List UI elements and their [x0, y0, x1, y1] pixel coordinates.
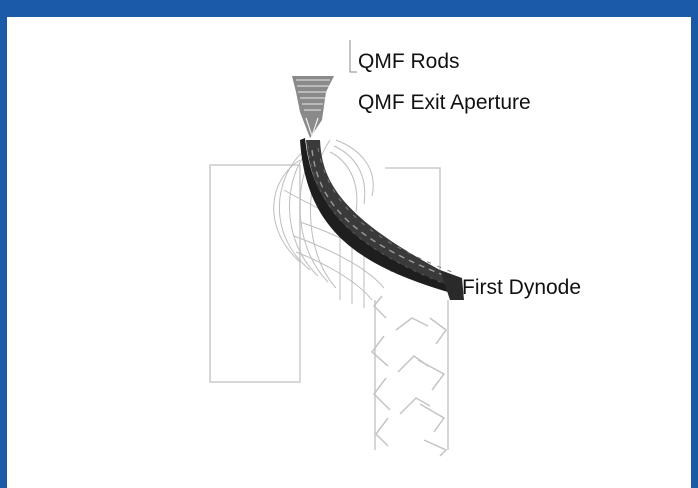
dynode-chain: [372, 296, 446, 456]
dynode-column-outline: [375, 168, 448, 450]
dynode-left-4: [376, 418, 388, 446]
dynode-right-1: [430, 318, 446, 344]
label-qmf-rods: QMF Rods: [358, 50, 460, 74]
label-first-dynode: First Dynode: [462, 276, 581, 300]
qmf-exit-aperture: [292, 76, 334, 138]
detector-housing-outline: [210, 165, 300, 382]
dynode-mid-3: [400, 398, 430, 414]
qmf-rods-leader-line: [350, 40, 357, 72]
label-qmf-exit-aperture: QMF Exit Aperture: [358, 91, 531, 115]
dynode-right-2: [418, 360, 444, 390]
dynode-mid-2: [398, 356, 428, 372]
dynode-left-3: [374, 378, 390, 410]
dynode-right-4: [424, 440, 446, 456]
dynode-mid-1: [396, 318, 428, 330]
dynode-right-3: [420, 404, 444, 432]
